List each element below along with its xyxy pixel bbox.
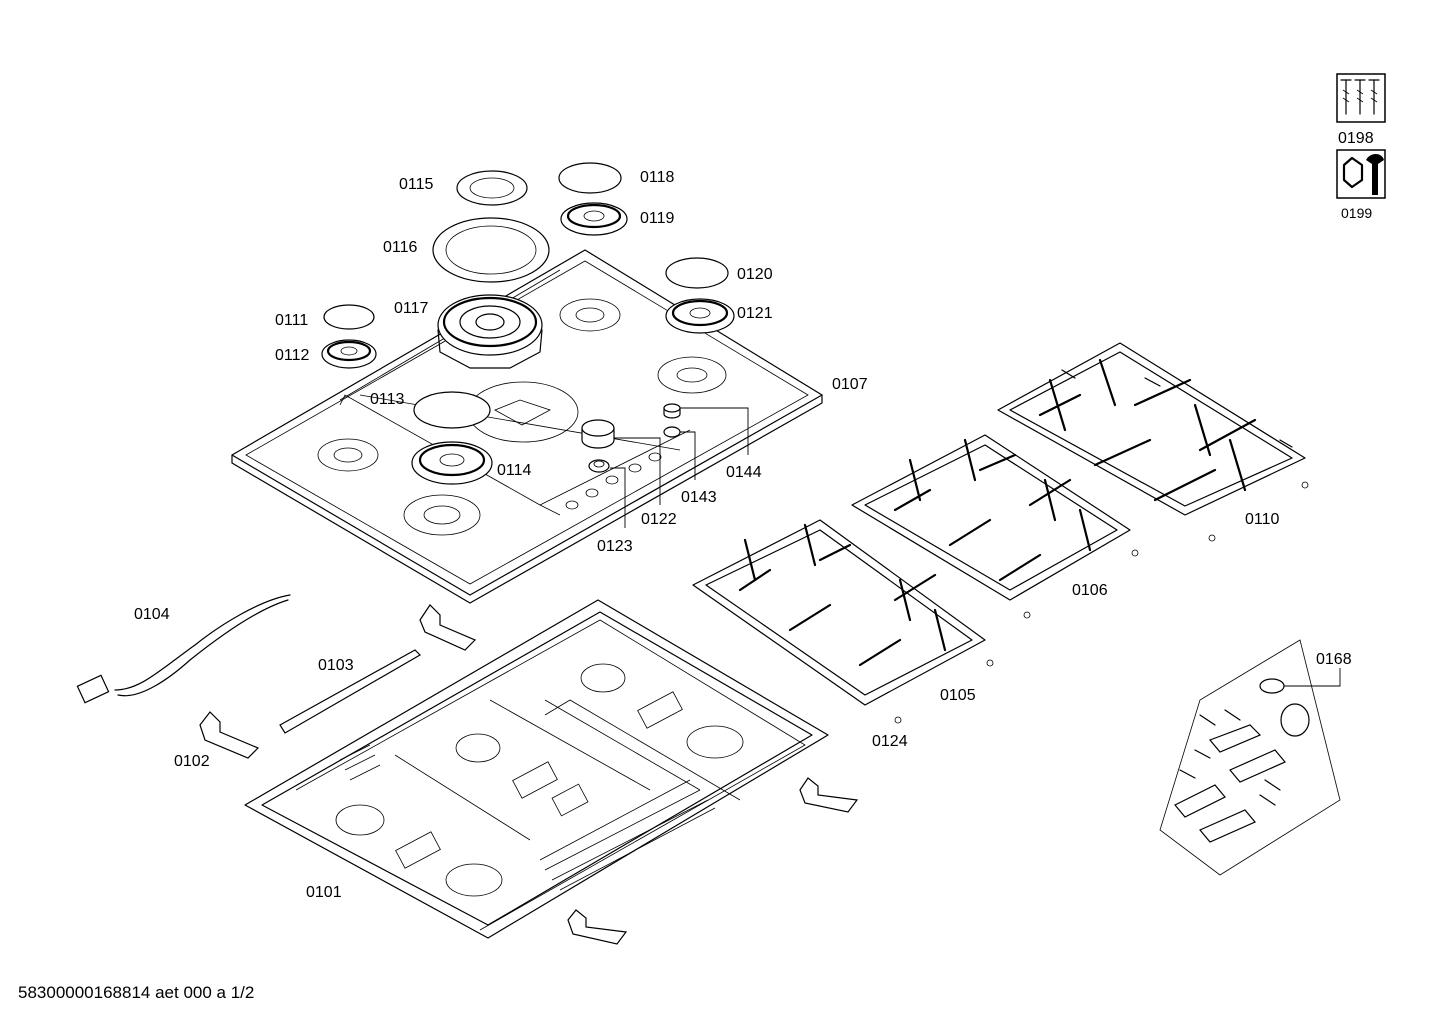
label-0112: 0112 <box>275 347 310 364</box>
power-cable <box>76 594 291 704</box>
label-0101: 0101 <box>306 884 342 901</box>
screws-icon <box>1336 73 1386 123</box>
label-0122: 0122 <box>641 511 677 528</box>
label-0118: 0118 <box>640 169 675 186</box>
label-0199: 0199 <box>1341 205 1372 221</box>
leader-lines <box>610 407 1341 687</box>
grate-0110 <box>997 342 1306 516</box>
base-tray <box>244 599 829 939</box>
label-0124: 0124 <box>872 733 908 750</box>
label-0121: 0121 <box>737 305 773 322</box>
label-0113: 0113 <box>370 391 405 408</box>
mounting-bracket <box>199 604 859 945</box>
label-0105: 0105 <box>940 687 976 704</box>
label-0123: 0123 <box>597 538 633 555</box>
label-0120: 0120 <box>737 266 773 283</box>
hob-top-plate <box>231 249 823 604</box>
burner-parts <box>321 162 735 485</box>
label-0103: 0103 <box>318 657 354 674</box>
wrench-nut-icon <box>1336 149 1386 199</box>
label-0168: 0168 <box>1316 651 1352 668</box>
label-0111: 0111 <box>275 312 308 329</box>
label-0116: 0116 <box>383 239 418 256</box>
grate-feet <box>894 481 1309 724</box>
label-0110: 0110 <box>1245 511 1280 528</box>
grate-0105 <box>692 519 986 706</box>
label-0198: 0198 <box>1338 130 1374 147</box>
label-0119: 0119 <box>640 210 675 227</box>
grate-0106 <box>851 434 1131 601</box>
label-0106: 0106 <box>1072 582 1108 599</box>
label-0102: 0102 <box>174 753 210 770</box>
label-0144: 0144 <box>726 464 762 481</box>
label-0104: 0104 <box>134 606 170 623</box>
label-0107: 0107 <box>832 376 868 393</box>
document-footer: 58300000168814 aet 000 a 1/2 <box>18 983 254 1002</box>
accessory-bag <box>1159 639 1341 876</box>
part-labels: 0101 0102 0103 0104 0105 0106 0107 0110 … <box>134 130 1374 901</box>
label-0117: 0117 <box>394 300 429 317</box>
label-0115: 0115 <box>399 176 434 193</box>
sealing-strip <box>279 649 421 734</box>
label-0143: 0143 <box>681 489 717 506</box>
label-0114: 0114 <box>497 462 532 479</box>
